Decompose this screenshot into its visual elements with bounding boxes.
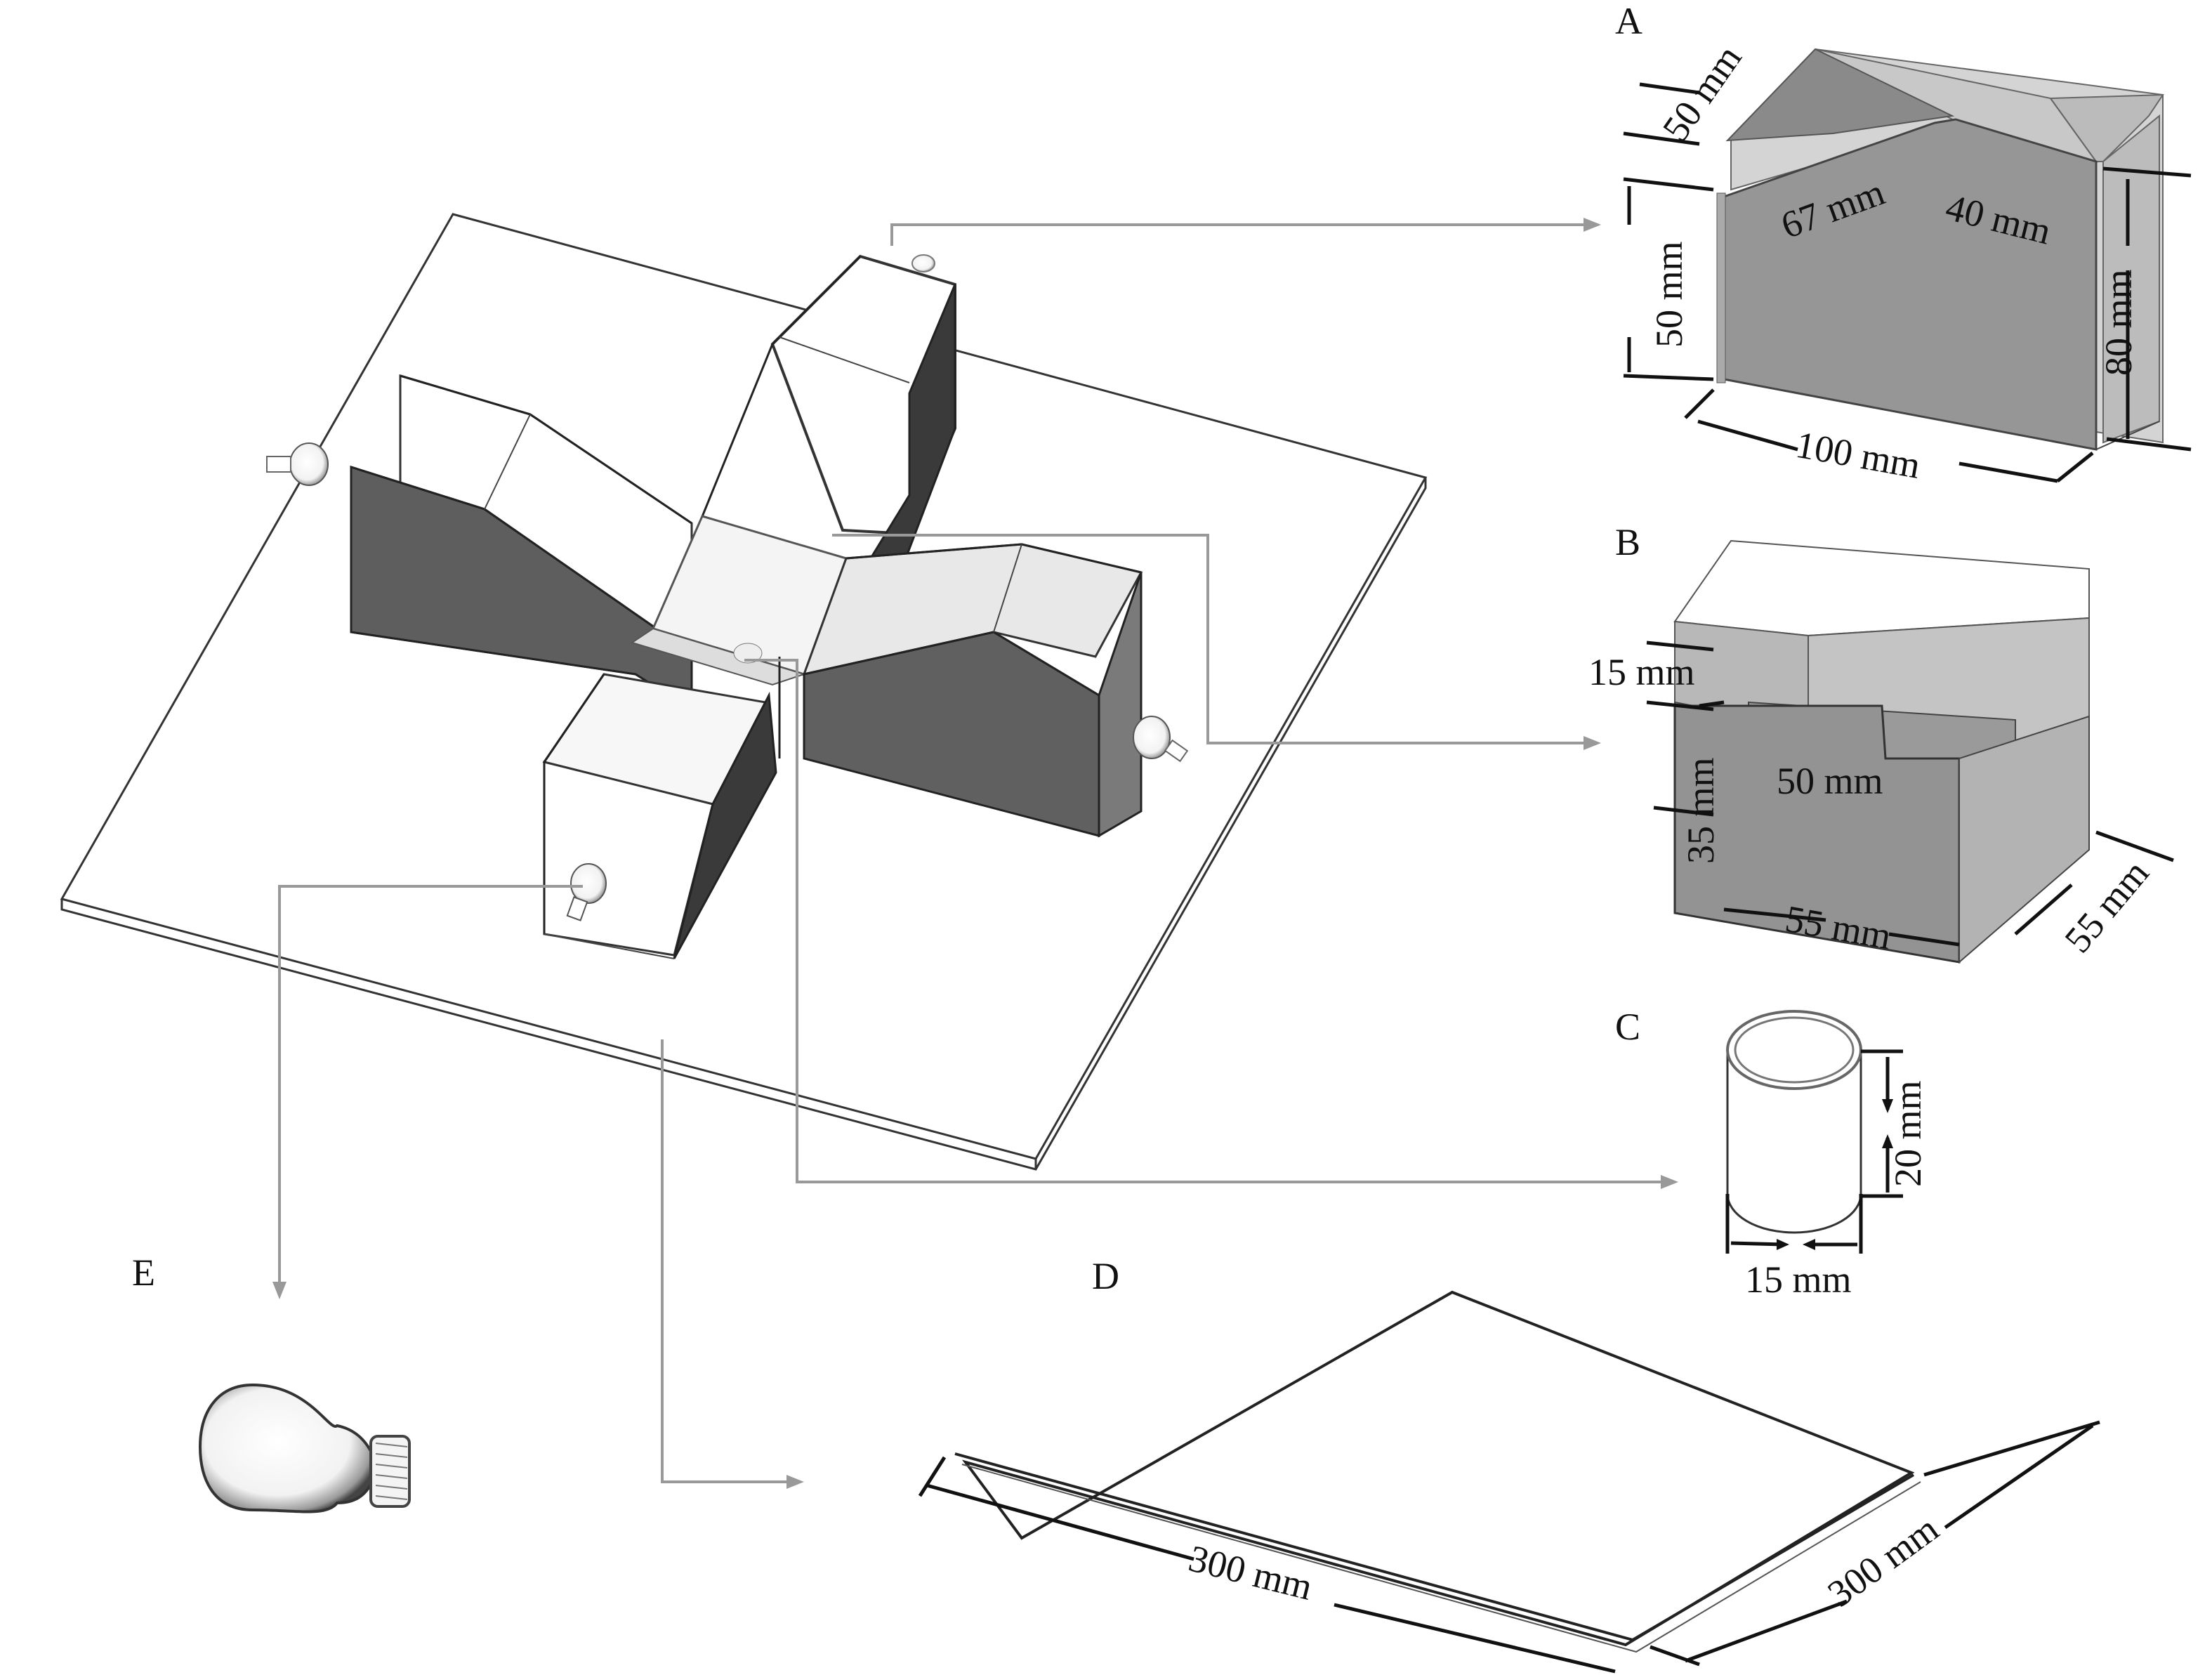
dim-b-wall-height: 35 mm: [1680, 757, 1722, 864]
lightbulb-icon: [198, 1383, 411, 1513]
leader-lines: [272, 218, 1678, 1489]
dim-a-high-height: 80 mm: [2098, 269, 2140, 376]
arm-right: [778, 543, 1143, 838]
leader-to-C: [744, 659, 1678, 1189]
main-assembly: [60, 213, 1428, 1171]
dim-a-low-height: 50 mm: [1648, 241, 1690, 348]
dim-b-depth: 55 mm: [2056, 852, 2157, 961]
arm-left: [350, 374, 693, 711]
leader-to-A: [890, 218, 1601, 246]
arrow-down-icon: [272, 1282, 287, 1299]
arrow-right-icon: [1584, 736, 1601, 750]
arrow-right-icon: [786, 1475, 804, 1489]
dim-a-length: 100 mm: [1793, 423, 1923, 487]
center-box: [630, 515, 848, 686]
leader-to-E: [272, 885, 583, 1299]
panel-b: B 15 mm 35 mm 50 mm 55 mm 55 mm: [1588, 521, 2174, 964]
panel-letter-e: E: [132, 1252, 155, 1294]
panel-e: E: [132, 1252, 411, 1513]
panel-letter-b: B: [1615, 521, 1640, 563]
dim-b-opening-width: 50 mm: [1777, 760, 1883, 802]
arrow-right-icon: [1661, 1175, 1678, 1189]
dim-b-opening-height: 15 mm: [1588, 651, 1695, 693]
leader-to-B: [832, 534, 1601, 750]
leader-to-D: [661, 1039, 804, 1489]
panel-c: C 20 mm 15 mm: [1615, 1006, 1929, 1301]
dim-d-width: 300 mm: [1820, 1507, 1947, 1615]
arrow-right-icon: [1584, 218, 1601, 232]
dim-c-height: 20 mm: [1887, 1080, 1929, 1187]
base-plate: [60, 213, 1428, 1171]
lamp-right: [1133, 716, 1189, 763]
arm-bottom: [542, 673, 777, 959]
dim-c-diameter: 15 mm: [1745, 1259, 1852, 1301]
lamp-top: [911, 254, 935, 272]
panel-d: D 300 mm 300 mm: [918, 1255, 2100, 1674]
panel-letter-a: A: [1615, 0, 1642, 42]
lamp-left: [266, 442, 329, 486]
panel-a: A 50 mm 67 mm 40 mm 50 mm 80 mm 100 mm: [1615, 0, 2192, 487]
panel-letter-c: C: [1615, 1006, 1640, 1048]
lamp-bottom: [566, 863, 607, 921]
panel-letter-d: D: [1092, 1255, 1119, 1297]
